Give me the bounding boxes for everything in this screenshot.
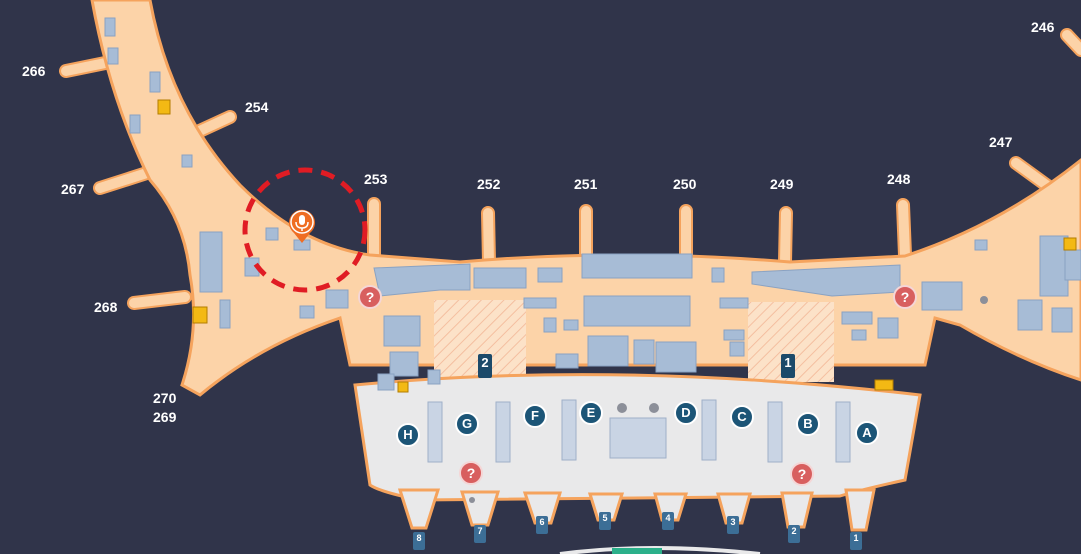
help-point-icon[interactable]: ?: [358, 285, 382, 309]
gate-label-269: 269: [153, 409, 177, 425]
gate-label-270-269: 270 269: [153, 389, 176, 427]
gate-label-267: 267: [61, 181, 85, 197]
pillars: [469, 296, 988, 503]
bay-marker-7: 7: [474, 525, 486, 543]
checkin-zone-g[interactable]: G: [455, 412, 479, 436]
security-marker-2: 2: [478, 354, 492, 378]
shop-blocks: [104, 17, 1081, 391]
airside-concourse: [90, 0, 1081, 397]
road-marker: [612, 548, 662, 554]
checkin-desks: [427, 399, 851, 463]
bay-marker-4: 4: [662, 512, 674, 530]
gate-label-253: 253: [364, 171, 388, 187]
gate-label-254: 254: [245, 99, 269, 115]
gate-label-266: 266: [22, 63, 46, 79]
gate-label-249: 249: [770, 176, 794, 192]
bay-marker-6: 6: [536, 516, 548, 534]
help-point-icon[interactable]: ?: [790, 462, 814, 486]
gate-label-246: 246: [1031, 19, 1055, 35]
help-point-icon[interactable]: ?: [893, 285, 917, 309]
gate-label-251: 251: [574, 176, 598, 192]
gate-label-252: 252: [477, 176, 501, 192]
checkin-zone-h[interactable]: H: [396, 423, 420, 447]
checkin-zone-a[interactable]: A: [855, 421, 879, 445]
security-marker-1: 1: [781, 354, 795, 378]
checkin-zone-b[interactable]: B: [796, 412, 820, 436]
highlight-circle: [242, 167, 368, 293]
checkin-zone-f[interactable]: F: [523, 404, 547, 428]
bay-marker-8: 8: [413, 532, 425, 550]
gate-label-248: 248: [887, 171, 911, 187]
help-point-icon[interactable]: ?: [459, 461, 483, 485]
checkin-zone-e[interactable]: E: [579, 401, 603, 425]
bay-pods: [397, 488, 876, 532]
pier-fingers: [59, 28, 1081, 310]
bay-marker-5: 5: [599, 512, 611, 530]
bay-marker-2: 2: [788, 525, 800, 543]
bay-marker-3: 3: [727, 516, 739, 534]
gate-label-250: 250: [673, 176, 697, 192]
checkin-zone-d[interactable]: D: [674, 401, 698, 425]
bay-marker-1: 1: [850, 532, 862, 550]
facility-signs: [157, 99, 1077, 393]
checkin-zone-c[interactable]: C: [730, 405, 754, 429]
gate-label-247: 247: [989, 134, 1013, 150]
gate-label-270: 270: [153, 390, 177, 406]
microphone-pin-icon[interactable]: [288, 209, 316, 243]
gate-label-268: 268: [94, 299, 118, 315]
